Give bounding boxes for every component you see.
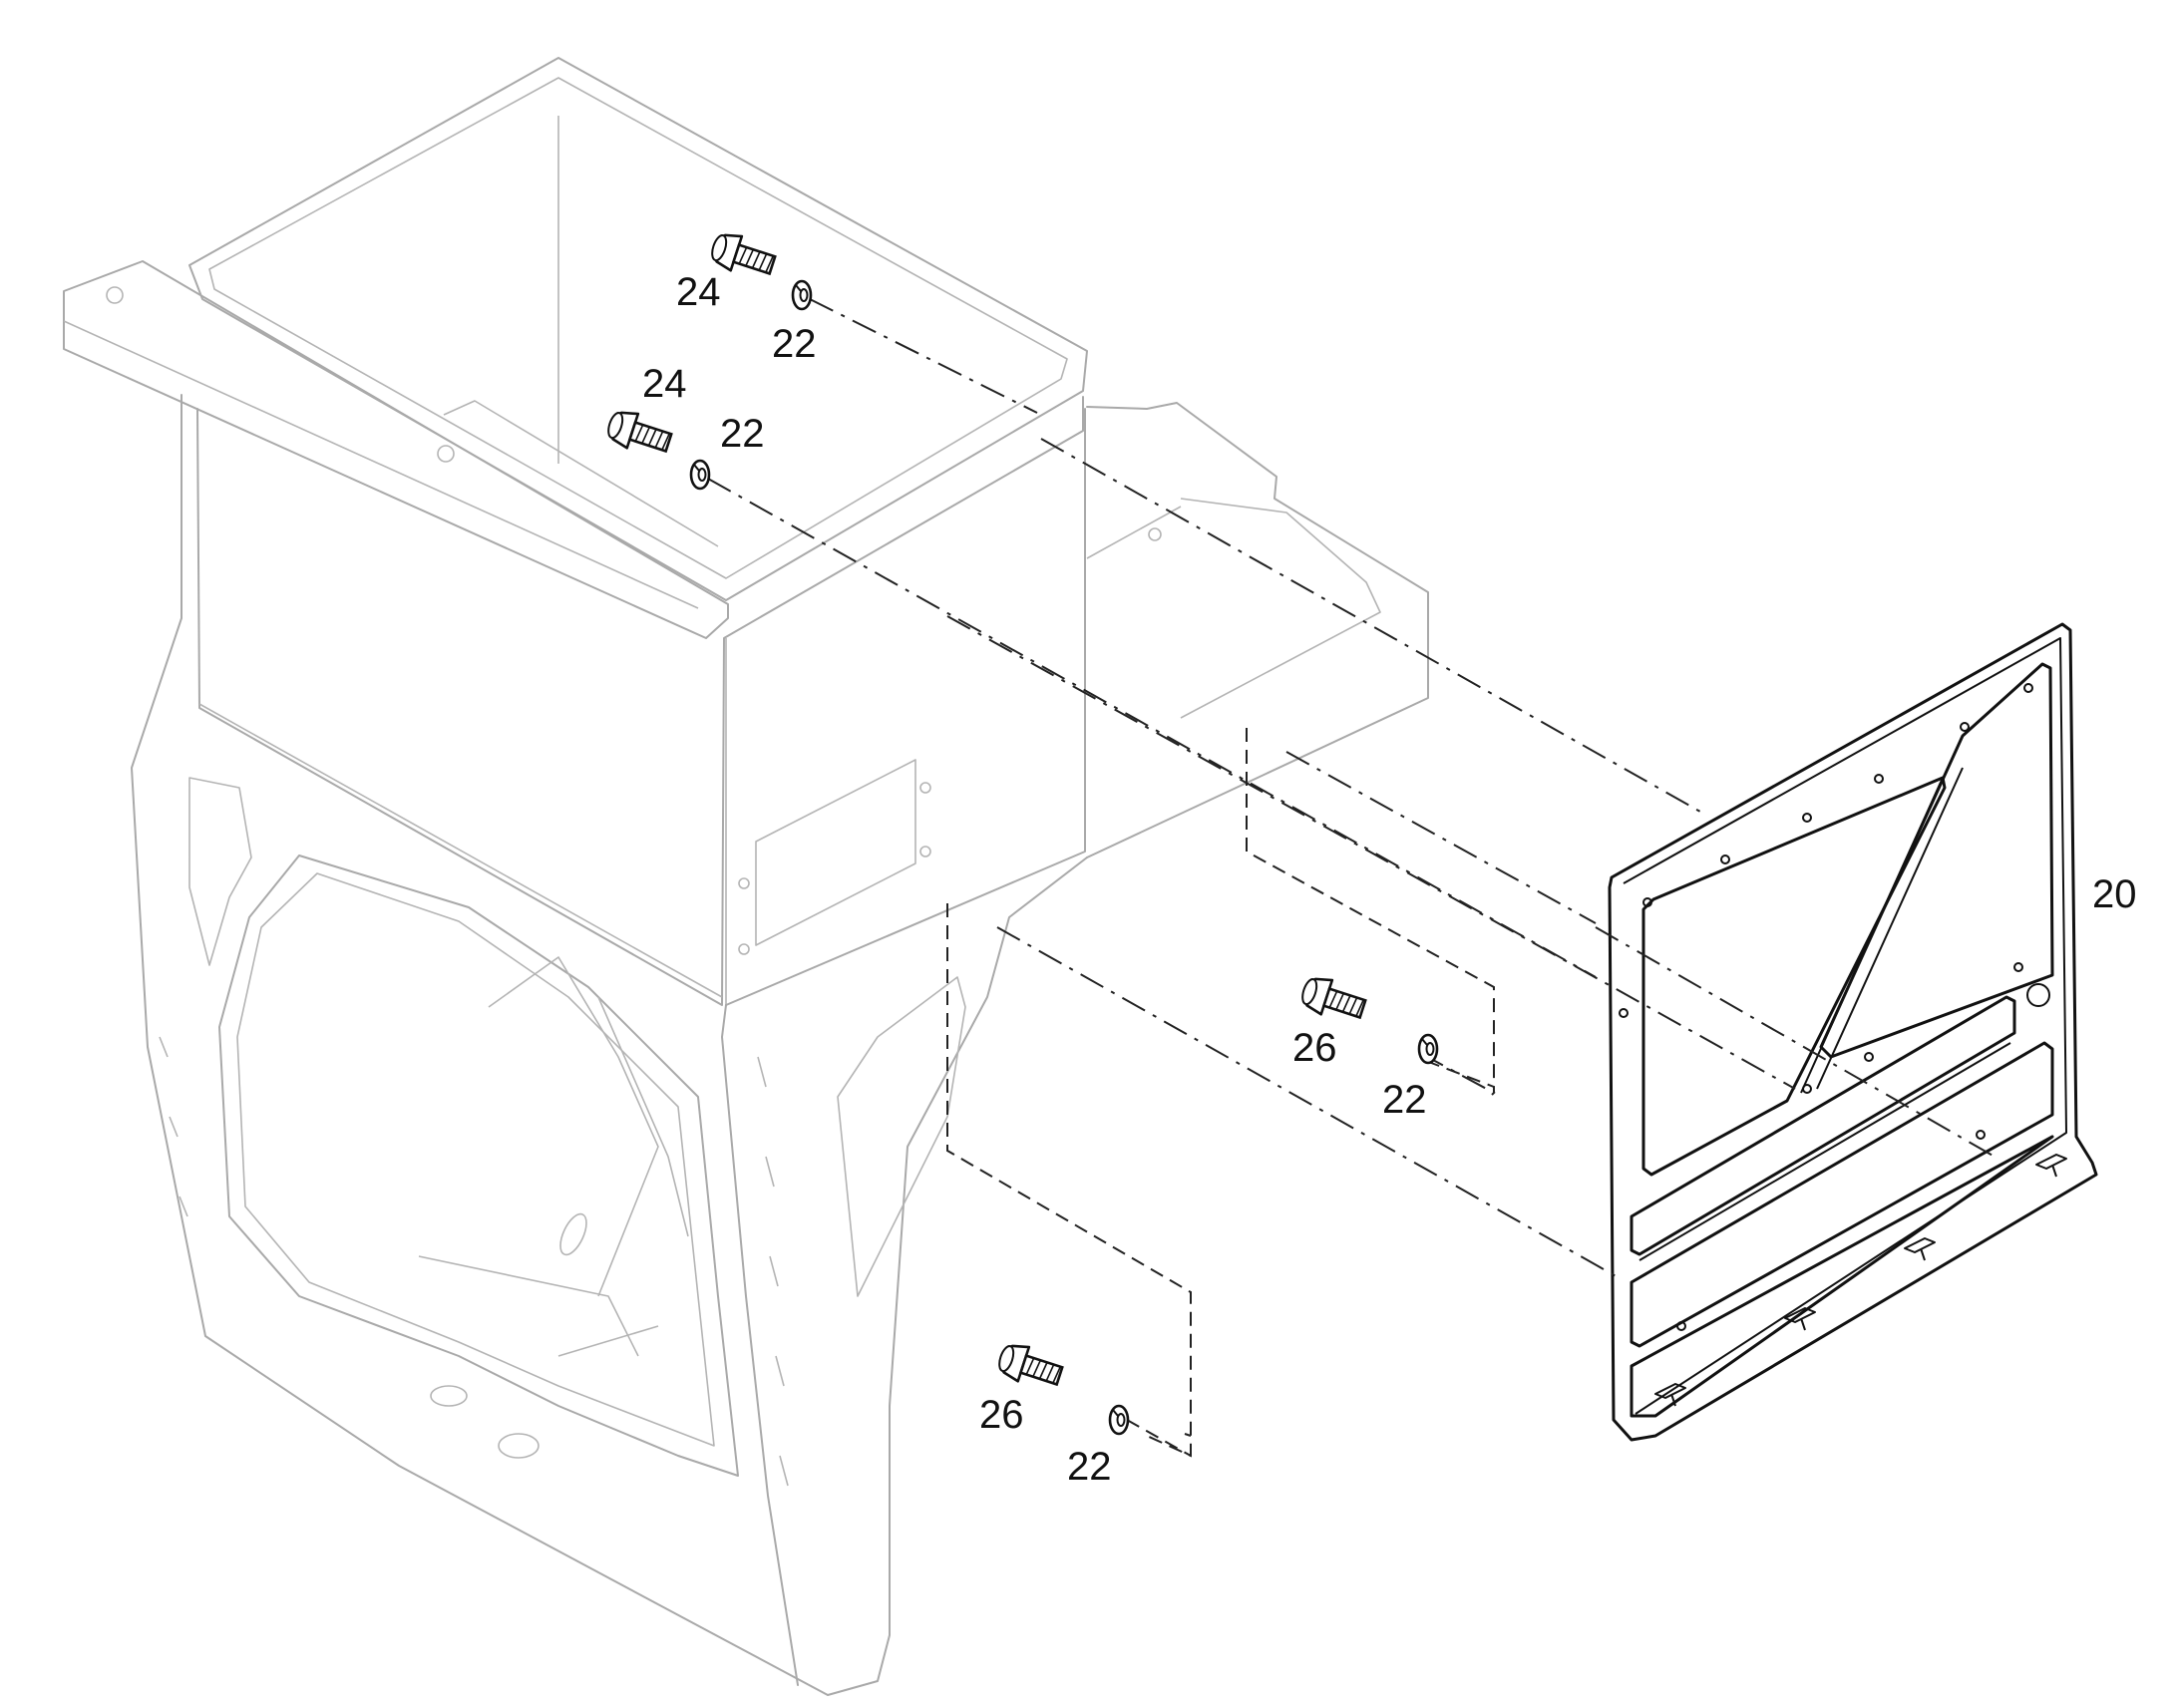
hardware: [602, 227, 1439, 1436]
callout-screw-c: 26: [1292, 1026, 1337, 1070]
lock-washer-icon: [689, 459, 711, 491]
callout-washer-a: 22: [772, 322, 817, 366]
housing-assembly: [63, 57, 1429, 1696]
housing-center-opening: [218, 854, 739, 1477]
callout-screw-a: 24: [676, 270, 721, 314]
callout-frame: 20: [2092, 872, 2137, 916]
assembly-leader-lines: [946, 728, 1495, 1458]
housing-rear-tray: [1086, 402, 1429, 858]
housing-upper-box: [196, 396, 1084, 1006]
callout-washer-d: 22: [1067, 1445, 1112, 1489]
lock-washer-icon: [1108, 1404, 1130, 1436]
assembly-centerlines: [707, 298, 1996, 1437]
callout-screw-b: 24: [642, 362, 687, 406]
cap-screw-icon: [1296, 971, 1370, 1028]
frame-bottom-tab: [1654, 1383, 1686, 1407]
callout-washer-c: 22: [1382, 1078, 1427, 1122]
frame-mid-slot: [1630, 995, 2016, 1256]
cap-screw-icon: [602, 405, 676, 462]
lock-washer-icon: [1417, 1033, 1439, 1065]
callout-washer-b: 22: [720, 412, 765, 456]
frame-diagonal-strut: [1800, 767, 1964, 1094]
housing-lower-chassis: [131, 394, 1088, 1696]
lock-washer-icon: [791, 279, 813, 311]
callout-screw-d: 26: [979, 1393, 1024, 1437]
housing-top-rim: [188, 57, 1088, 601]
housing-mounting-bar: [63, 260, 729, 639]
frame-panel-outline: [1608, 622, 2098, 1442]
frame-panel: [1608, 622, 2098, 1442]
frame-upper-window: [1641, 776, 1947, 1177]
cap-screw-icon: [993, 1338, 1067, 1395]
housing-access-window: [755, 759, 916, 946]
callout-labels: 20 24 22 24 22 26 22 26 22: [642, 270, 2137, 1489]
